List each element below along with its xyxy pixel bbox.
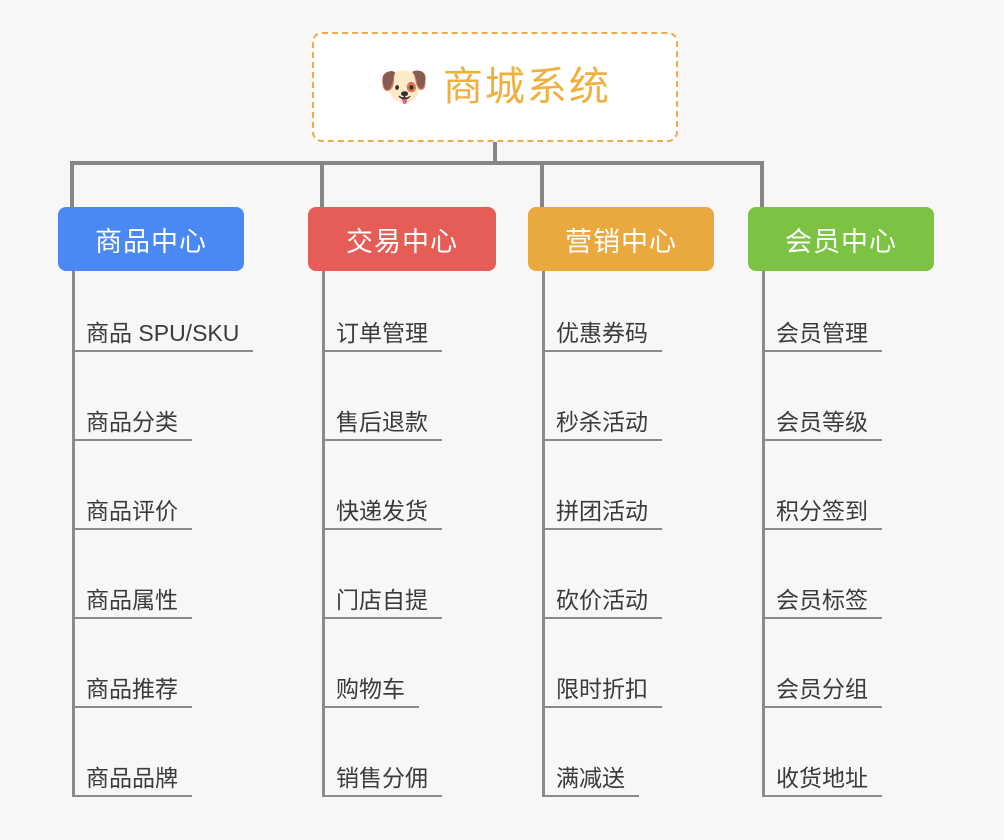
category-header-2[interactable]: 交易中心 (308, 207, 496, 271)
leaf-item-label: 拼团活动 (556, 497, 648, 524)
leaf-item-label: 会员等级 (776, 408, 868, 435)
leaf-item[interactable]: 商品属性 (72, 563, 192, 619)
leaf-item[interactable]: 会员管理 (762, 296, 882, 352)
leaf-item-label: 售后退款 (336, 408, 428, 435)
leaf-item[interactable]: 限时折扣 (542, 652, 662, 708)
leaf-item[interactable]: 秒杀活动 (542, 385, 662, 441)
category-drop-line-2 (320, 161, 324, 207)
leaf-item-label: 商品属性 (86, 586, 178, 613)
category-header-label: 营销中心 (565, 226, 677, 257)
leaf-item[interactable]: 商品品牌 (72, 741, 192, 797)
category-drop-line-3 (540, 161, 544, 207)
root-node[interactable]: 🐶 商城系统 (312, 32, 678, 142)
root-stem-line (493, 142, 497, 165)
leaf-item-label: 砍价活动 (556, 586, 648, 613)
leaf-item-label: 限时折扣 (556, 675, 648, 702)
column-trunk-line (322, 271, 325, 797)
leaf-item-label: 销售分佣 (336, 764, 428, 791)
leaf-item-label: 会员管理 (776, 319, 868, 346)
leaf-item[interactable]: 订单管理 (322, 296, 442, 352)
shiba-dog-face-icon: 🐶 (379, 65, 429, 109)
leaf-item-label: 订单管理 (336, 319, 428, 346)
leaf-item[interactable]: 积分签到 (762, 474, 882, 530)
leaf-item[interactable]: 商品分类 (72, 385, 192, 441)
leaf-item-label: 门店自提 (336, 586, 428, 613)
leaf-item-label: 商品 SPU/SKU (86, 319, 240, 346)
leaf-item[interactable]: 会员标签 (762, 563, 882, 619)
leaf-item[interactable]: 门店自提 (322, 563, 442, 619)
category-drop-line-4 (760, 161, 764, 207)
column-trunk-line (72, 271, 75, 797)
leaf-item[interactable]: 快递发货 (322, 474, 442, 530)
leaf-item-label: 收货地址 (776, 764, 868, 791)
category-header-label: 会员中心 (785, 226, 897, 257)
leaf-item-label: 商品分类 (86, 408, 178, 435)
category-header-label: 交易中心 (346, 226, 458, 257)
leaf-item[interactable]: 售后退款 (322, 385, 442, 441)
leaf-item-label: 商品品牌 (86, 764, 178, 791)
leaf-item[interactable]: 销售分佣 (322, 741, 442, 797)
category-header-3[interactable]: 营销中心 (528, 207, 714, 271)
leaf-item-label: 会员分组 (776, 675, 868, 702)
leaf-item-label: 商品评价 (86, 497, 178, 524)
column-trunk-line (762, 271, 765, 797)
leaf-item-label: 优惠券码 (556, 319, 648, 346)
category-header-4[interactable]: 会员中心 (748, 207, 934, 271)
leaf-item[interactable]: 拼团活动 (542, 474, 662, 530)
leaf-item[interactable]: 会员等级 (762, 385, 882, 441)
leaf-item[interactable]: 会员分组 (762, 652, 882, 708)
leaf-item-label: 满减送 (556, 764, 625, 791)
leaf-item[interactable]: 购物车 (322, 652, 419, 708)
leaf-item[interactable]: 商品评价 (72, 474, 192, 530)
leaf-item-label: 秒杀活动 (556, 408, 648, 435)
leaf-item[interactable]: 砍价活动 (542, 563, 662, 619)
leaf-item[interactable]: 优惠券码 (542, 296, 662, 352)
horizontal-bus-line (70, 161, 764, 165)
leaf-item[interactable]: 收货地址 (762, 741, 882, 797)
leaf-item[interactable]: 商品推荐 (72, 652, 192, 708)
leaf-item-label: 购物车 (336, 675, 405, 702)
category-drop-line-1 (70, 161, 74, 207)
leaf-item-label: 积分签到 (776, 497, 868, 524)
leaf-item-label: 快递发货 (336, 497, 428, 524)
column-trunk-line (542, 271, 545, 797)
category-header-label: 商品中心 (95, 226, 207, 257)
category-header-1[interactable]: 商品中心 (58, 207, 244, 271)
leaf-item-label: 会员标签 (776, 586, 868, 613)
leaf-item-label: 商品推荐 (86, 675, 178, 702)
leaf-item[interactable]: 满减送 (542, 741, 639, 797)
root-title: 商城系统 (442, 65, 611, 109)
leaf-item[interactable]: 商品 SPU/SKU (72, 296, 254, 352)
